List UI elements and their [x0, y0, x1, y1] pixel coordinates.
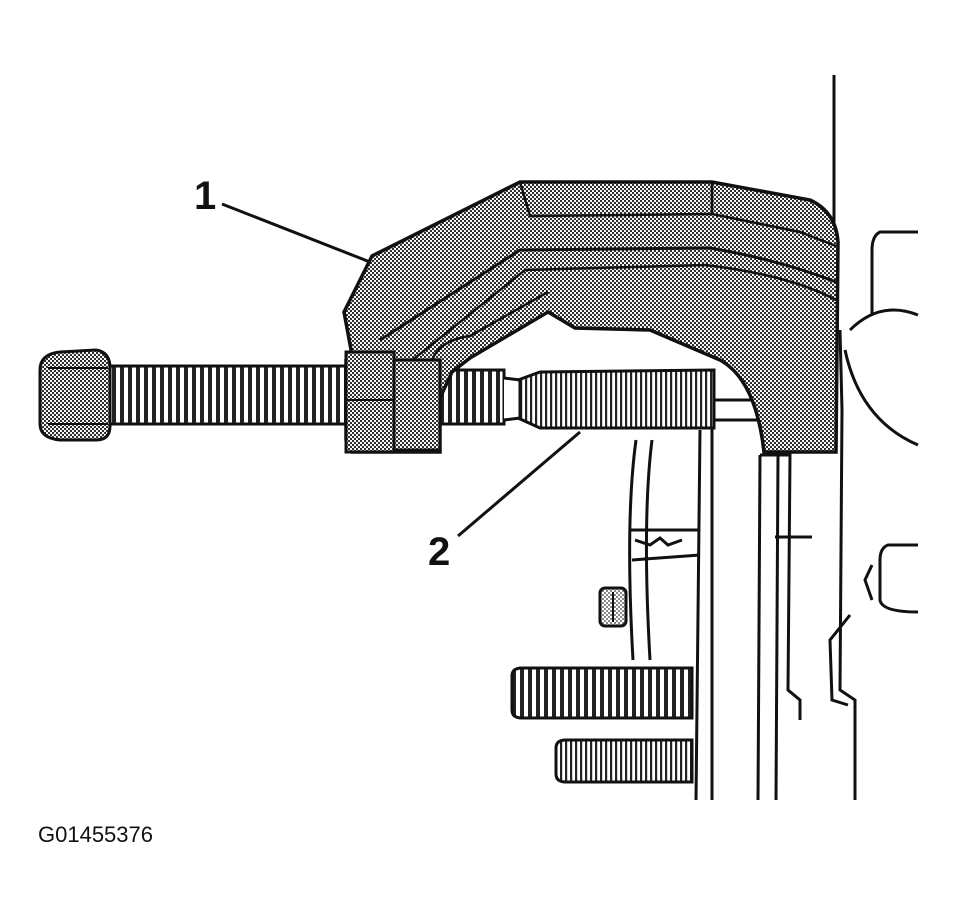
wheel-stud-upper — [510, 666, 694, 720]
steering-knuckle — [828, 75, 919, 800]
callout-leaders — [221, 202, 581, 538]
ball-joint-stud — [516, 368, 760, 430]
callout-2-label: 2 — [428, 530, 451, 574]
hub-nut — [598, 586, 628, 628]
hub-assembly — [628, 370, 812, 801]
figure-id: G01455376 — [38, 822, 153, 847]
separator-tool-body — [342, 180, 840, 454]
wheel-stud-lower — [554, 738, 694, 784]
callout-1-label: 1 — [194, 174, 217, 218]
